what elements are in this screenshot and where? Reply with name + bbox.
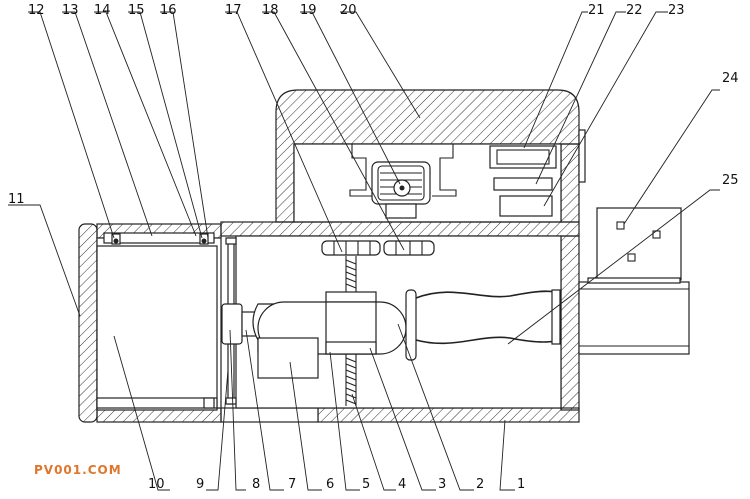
label-10: 10: [148, 477, 165, 492]
label-11: 11: [8, 192, 25, 207]
label-8: 8: [252, 477, 260, 492]
internal-mechanism: [221, 237, 561, 406]
part-labels: 12 13 14 15 16 17 18 19 20 21 22 23 24 2…: [8, 3, 739, 492]
lead-screw-upper: [345, 256, 357, 292]
label-7: 7: [288, 477, 296, 492]
label-17: 17: [225, 3, 242, 18]
label-6: 6: [326, 477, 334, 492]
label-19: 19: [300, 3, 317, 18]
label-1: 1: [517, 477, 525, 492]
label-5: 5: [362, 477, 370, 492]
label-9: 9: [196, 477, 204, 492]
label-13: 13: [62, 3, 79, 18]
watermark: PV001.COM: [34, 463, 122, 477]
control-components: [489, 145, 557, 217]
label-23: 23: [668, 3, 685, 18]
label-2: 2: [476, 477, 484, 492]
label-18: 18: [262, 3, 279, 18]
label-3: 3: [438, 477, 446, 492]
lead-screw-lower: [345, 354, 357, 406]
label-12: 12: [28, 3, 45, 18]
label-16: 16: [160, 3, 177, 18]
left-chamber: [78, 223, 222, 423]
label-14: 14: [94, 3, 111, 18]
label-15: 15: [128, 3, 145, 18]
label-20: 20: [340, 3, 357, 18]
label-21: 21: [588, 3, 605, 18]
motor-assembly: [349, 144, 457, 219]
label-22: 22: [626, 3, 643, 18]
label-24: 24: [722, 71, 739, 86]
label-4: 4: [398, 477, 406, 492]
external-pipe: [578, 207, 690, 355]
leader-lines: [8, 11, 720, 491]
label-25: 25: [722, 173, 739, 188]
